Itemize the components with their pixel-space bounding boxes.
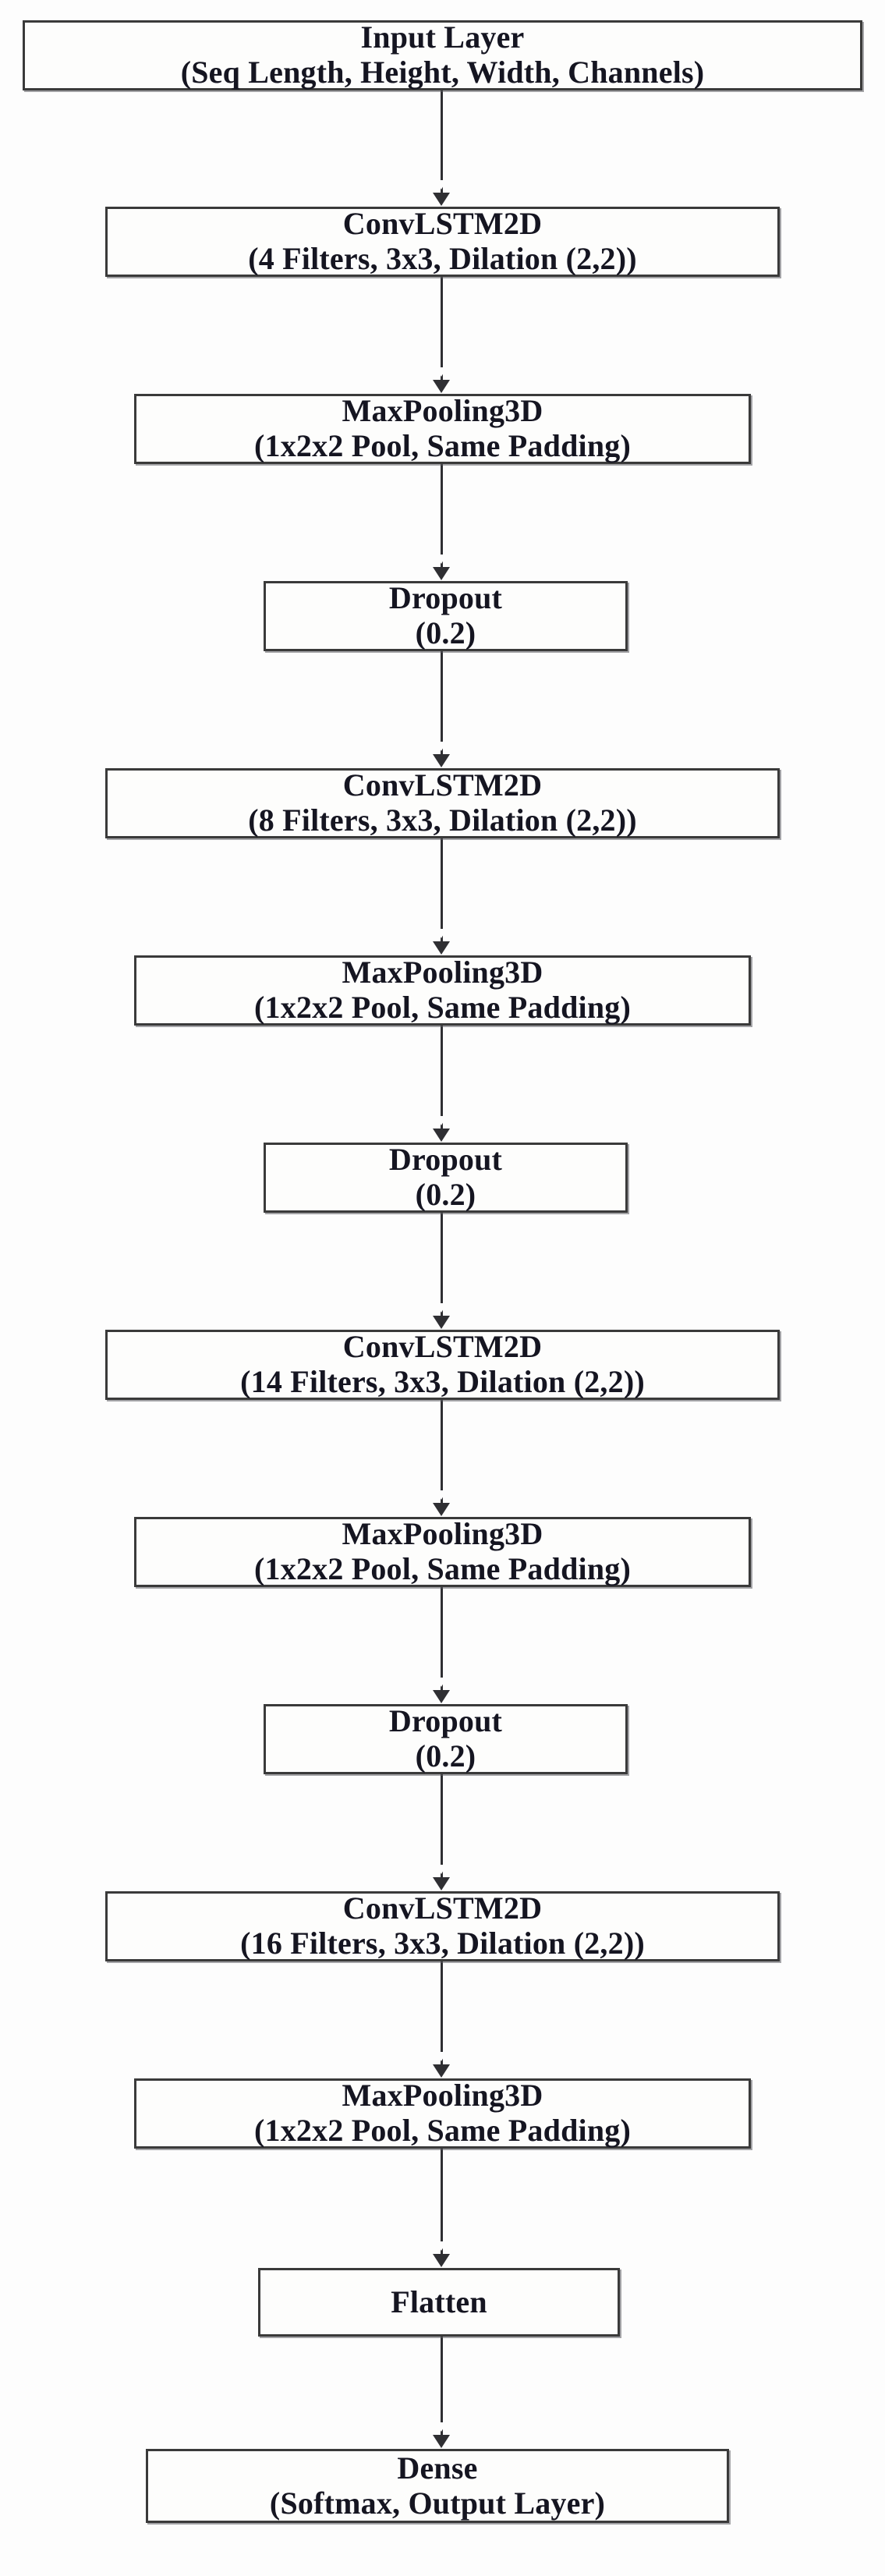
arrowhead-icon (433, 2254, 450, 2267)
convlstm2d-2-node-title: ConvLSTM2D (342, 767, 543, 803)
maxpooling3d-2-node-params: (1x2x2 Pool, Same Padding) (254, 990, 631, 1025)
edge-input-layer-to-convlstm2d-1 (441, 90, 443, 194)
maxpooling3d-3-node-params: (1x2x2 Pool, Same Padding) (254, 1551, 631, 1586)
convlstm2d-2-node-params: (8 Filters, 3x3, Dilation (2,2)) (248, 803, 637, 838)
edge-dropout-3-to-convlstm2d-4 (441, 1774, 443, 1879)
convlstm2d-2-node: ConvLSTM2D(8 Filters, 3x3, Dilation (2,2… (105, 767, 780, 838)
dropout-2-node-title: Dropout (388, 1142, 503, 1178)
arrowhead-icon (433, 941, 450, 955)
arrowhead-notch-icon (436, 1865, 447, 1874)
dropout-1-node-params: (0.2) (415, 615, 476, 650)
dropout-1-node: Dropout(0.2) (264, 580, 628, 651)
edge-maxpooling3d-2-to-dropout-2 (441, 1026, 443, 1130)
edge-flatten-to-dense (441, 2337, 443, 2436)
edge-dropout-2-to-convlstm2d-3 (441, 1213, 443, 1317)
flatten-node: Flatten (258, 2268, 620, 2337)
arrowhead-notch-icon (436, 1490, 447, 1500)
dropout-1-node-title: Dropout (388, 580, 503, 616)
convlstm2d-1-node-params: (4 Filters, 3x3, Dilation (2,2)) (248, 241, 637, 276)
arrowhead-icon (433, 2435, 450, 2448)
arrowhead-notch-icon (436, 1303, 447, 1313)
dense-node-params: (Softmax, Output Layer) (269, 2485, 606, 2521)
convlstm2d-1-node: ConvLSTM2D(4 Filters, 3x3, Dilation (2,2… (105, 206, 780, 277)
arrowhead-icon (433, 1877, 450, 1890)
arrowhead-notch-icon (436, 555, 447, 564)
maxpooling3d-1-node-title: MaxPooling3D (342, 393, 543, 429)
maxpooling3d-4-node-params: (1x2x2 Pool, Same Padding) (254, 2113, 631, 2148)
arrowhead-notch-icon (436, 1116, 447, 1125)
maxpooling3d-4-node: MaxPooling3D(1x2x2 Pool, Same Padding) (134, 2078, 751, 2149)
arrowhead-icon (433, 2064, 450, 2078)
convlstm2d-1-node-title: ConvLSTM2D (342, 206, 543, 242)
arrowhead-notch-icon (436, 367, 447, 377)
arrowhead-notch-icon (436, 2241, 447, 2251)
edge-maxpooling3d-3-to-dropout-3 (441, 1587, 443, 1692)
input-layer-node-params: (Seq Length, Height, Width, Channels) (180, 55, 705, 90)
maxpooling3d-1-node: MaxPooling3D(1x2x2 Pool, Same Padding) (134, 393, 751, 464)
edge-dropout-1-to-convlstm2d-2 (441, 651, 443, 756)
arrowhead-icon (433, 1503, 450, 1516)
arrowhead-icon (433, 754, 450, 767)
convlstm2d-3-node-params: (14 Filters, 3x3, Dilation (2,2)) (240, 1364, 645, 1399)
maxpooling3d-3-node-title: MaxPooling3D (342, 1516, 543, 1552)
maxpooling3d-3-node: MaxPooling3D(1x2x2 Pool, Same Padding) (134, 1516, 751, 1587)
arrowhead-icon (433, 1690, 450, 1703)
input-layer-node: Input Layer(Seq Length, Height, Width, C… (23, 19, 862, 90)
maxpooling3d-1-node-params: (1x2x2 Pool, Same Padding) (254, 428, 631, 463)
arrowhead-notch-icon (436, 180, 447, 190)
dropout-3-node: Dropout(0.2) (264, 1703, 628, 1774)
edge-convlstm2d-4-to-maxpooling3d-4 (441, 1961, 443, 2066)
edge-convlstm2d-3-to-maxpooling3d-3 (441, 1400, 443, 1504)
maxpooling3d-2-node-title: MaxPooling3D (342, 955, 543, 990)
edge-convlstm2d-2-to-maxpooling3d-2 (441, 838, 443, 943)
dense-node-title: Dense (397, 2450, 478, 2486)
maxpooling3d-2-node: MaxPooling3D(1x2x2 Pool, Same Padding) (134, 955, 751, 1026)
dropout-3-node-params: (0.2) (415, 1738, 476, 1773)
arrowhead-icon (433, 1129, 450, 1142)
arrowhead-icon (433, 193, 450, 206)
dropout-2-node-params: (0.2) (415, 1177, 476, 1212)
convlstm2d-4-node-title: ConvLSTM2D (342, 1890, 543, 1926)
arrowhead-icon (433, 380, 450, 393)
dropout-3-node-title: Dropout (388, 1703, 503, 1739)
dropout-2-node: Dropout(0.2) (264, 1142, 628, 1213)
convlstm2d-4-node: ConvLSTM2D(16 Filters, 3x3, Dilation (2,… (105, 1890, 780, 1961)
input-layer-node-title: Input Layer (360, 19, 525, 55)
arrowhead-notch-icon (436, 1678, 447, 1687)
arrowhead-notch-icon (436, 2422, 447, 2432)
arrowhead-notch-icon (436, 2052, 447, 2061)
arrowhead-icon (433, 567, 450, 580)
arrowhead-icon (433, 1316, 450, 1329)
edge-maxpooling3d-4-to-flatten (441, 2149, 443, 2255)
convlstm2d-3-node: ConvLSTM2D(14 Filters, 3x3, Dilation (2,… (105, 1329, 780, 1400)
dense-node: Dense(Softmax, Output Layer) (146, 2449, 729, 2523)
arrowhead-notch-icon (436, 742, 447, 751)
edge-convlstm2d-1-to-maxpooling3d-1 (441, 277, 443, 381)
convlstm2d-4-node-params: (16 Filters, 3x3, Dilation (2,2)) (240, 1926, 645, 1961)
arrowhead-notch-icon (436, 929, 447, 938)
maxpooling3d-4-node-title: MaxPooling3D (342, 2078, 543, 2114)
edge-maxpooling3d-1-to-dropout-1 (441, 464, 443, 569)
convlstm2d-3-node-title: ConvLSTM2D (342, 1329, 543, 1365)
flatten-node-title: Flatten (391, 2284, 487, 2319)
